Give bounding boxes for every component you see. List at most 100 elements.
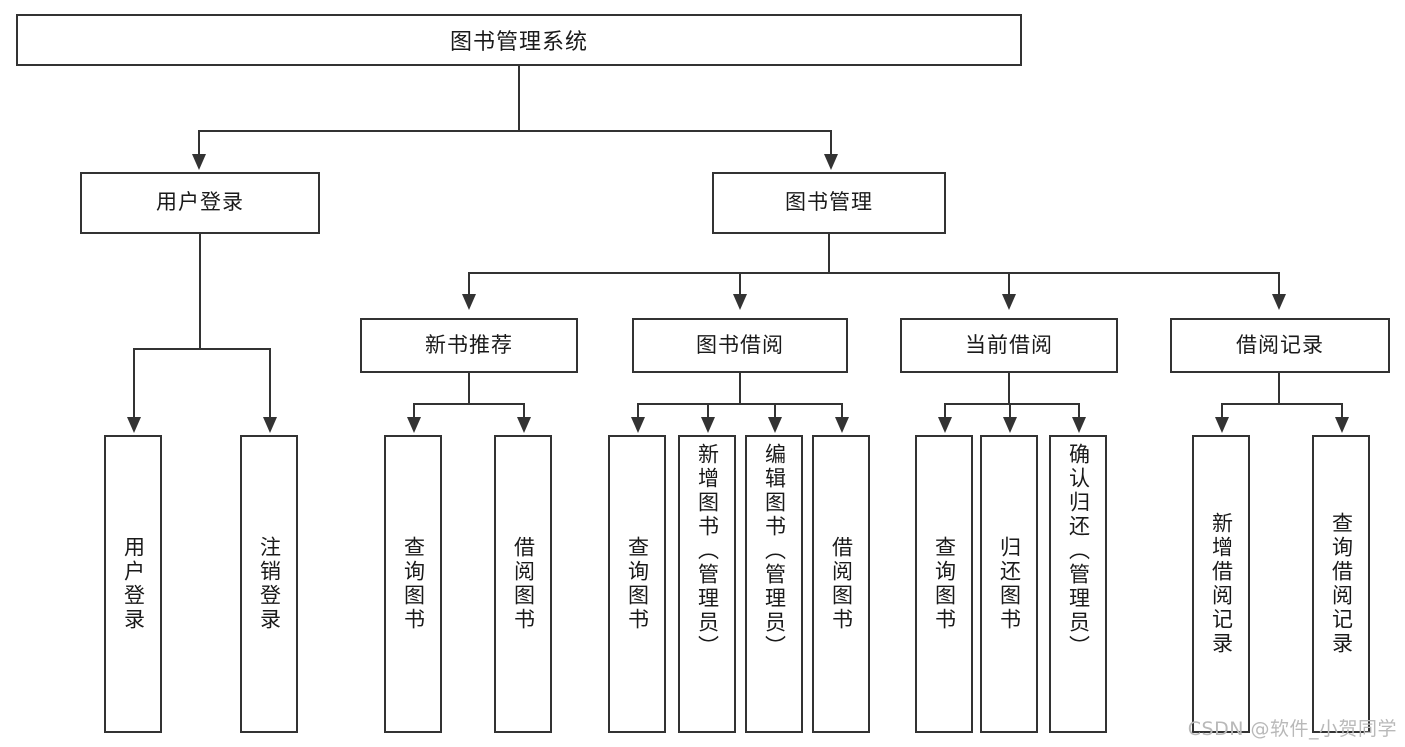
connector-user-login-left [133,348,135,419]
arrow-user-login-left [127,417,141,433]
leaf-inner: 归还图书 [982,437,1036,731]
connector-book-manage-stem [828,234,830,272]
node-leaf-edit-book-label: 编辑图书（管理员） [762,443,787,659]
node-leaf-add-borrow-record: 新增借阅记录 [1192,435,1250,733]
node-book-borrow: 图书借阅 [632,318,848,373]
node-book-manage-label: 图书管理 [785,190,873,215]
arrow-bb-1 [631,417,645,433]
node-leaf-query-borrow-record-label: 查询借阅记录 [1329,512,1354,656]
arrow-br-right [1335,417,1349,433]
connector-bm-to-current-borrow [1008,272,1010,296]
arrow-cb-3 [1072,417,1086,433]
arrow-root-to-book-manage [824,154,838,170]
connector-root-to-book-manage [830,130,832,156]
connector-br-left [1221,403,1223,419]
node-leaf-return-book: 归还图书 [980,435,1038,733]
connector-book-manage-rail [468,272,1280,274]
connector-bb-stem [739,373,741,403]
connector-nbr-left [413,403,415,419]
node-leaf-borrow-book-2-label: 借阅图书 [829,536,854,632]
node-leaf-add-borrow-record-label: 新增借阅记录 [1209,512,1234,656]
node-leaf-borrow-book-1: 借阅图书 [494,435,552,733]
node-leaf-query-book-2: 查询图书 [608,435,666,733]
arrow-user-login-right [263,417,277,433]
node-leaf-query-borrow-record: 查询借阅记录 [1312,435,1370,733]
leaf-inner: 借阅图书 [814,437,868,731]
node-current-borrow-label: 当前借阅 [965,332,1053,357]
node-leaf-query-book-2-label: 查询图书 [625,536,650,632]
node-leaf-add-book-label: 新增图书（管理员） [695,443,720,659]
connector-bm-to-borrow-record [1278,272,1280,296]
node-leaf-query-book-3-label: 查询图书 [932,536,957,632]
connector-cb-1 [944,403,946,419]
node-leaf-confirm-return-label: 确认归还（管理员） [1066,443,1091,659]
node-leaf-return-book-label: 归还图书 [997,536,1022,632]
watermark: CSDN @软件_小贺同学 [1187,718,1397,740]
arrow-nbr-right [517,417,531,433]
arrow-cb-2 [1003,417,1017,433]
node-leaf-edit-book: 编辑图书（管理员） [745,435,803,733]
node-leaf-borrow-book-2: 借阅图书 [812,435,870,733]
node-leaf-query-book-1-label: 查询图书 [401,536,426,632]
arrow-root-to-user-login [192,154,206,170]
node-leaf-user-login-label: 用户登录 [121,536,146,632]
arrow-nbr-left [407,417,421,433]
connector-cb-stem [1008,373,1010,403]
leaf-inner: 注销登录 [242,437,296,731]
connector-user-login-right [269,348,271,419]
connector-root-stem [518,66,520,130]
node-new-book-recommend-label: 新书推荐 [425,332,513,357]
node-user-login-label: 用户登录 [156,190,244,215]
node-borrow-record-label: 借阅记录 [1236,332,1324,357]
connector-bb-1 [637,403,639,419]
node-borrow-record: 借阅记录 [1170,318,1390,373]
arrow-bb-2 [701,417,715,433]
node-leaf-query-book-1: 查询图书 [384,435,442,733]
node-leaf-logout-login: 注销登录 [240,435,298,733]
arrow-bb-3 [768,417,782,433]
node-book-manage: 图书管理 [712,172,946,234]
connector-user-login-rail [133,348,271,350]
connector-bb-2 [707,403,709,419]
node-leaf-confirm-return: 确认归还（管理员） [1049,435,1107,733]
connector-bb-rail [637,403,841,405]
connector-bb-4 [841,403,843,419]
connector-cb-3 [1078,403,1080,419]
arrow-cb-1 [938,417,952,433]
connector-bm-to-new-book [468,272,470,296]
node-root: 图书管理系统 [16,14,1022,66]
node-leaf-borrow-book-1-label: 借阅图书 [511,536,536,632]
arrow-bm-to-book-borrow [733,294,747,310]
node-leaf-logout-login-label: 注销登录 [257,536,282,632]
connector-nbr-right [523,403,525,419]
connector-root-rail [198,130,832,132]
connector-br-right [1341,403,1343,419]
node-book-borrow-label: 图书借阅 [696,332,784,357]
leaf-inner: 用户登录 [106,437,160,731]
node-root-label: 图书管理系统 [449,30,588,55]
connector-nbr-stem [468,373,470,403]
leaf-inner: 新增图书（管理员） [680,437,734,731]
node-user-login: 用户登录 [80,172,320,234]
connector-br-rail [1221,403,1341,405]
connector-user-login-stem [199,234,201,348]
leaf-inner: 编辑图书（管理员） [747,437,801,731]
connector-root-to-user-login [198,130,200,156]
connector-bb-3 [774,403,776,419]
arrow-bm-to-current-borrow [1002,294,1016,310]
node-current-borrow: 当前借阅 [900,318,1118,373]
connector-bm-to-book-borrow [739,272,741,296]
arrow-bm-to-new-book [462,294,476,310]
connector-cb-2 [1009,403,1011,419]
leaf-inner: 查询借阅记录 [1314,437,1368,731]
connector-br-stem [1278,373,1280,403]
leaf-inner: 查询图书 [386,437,440,731]
connector-cb-rail [944,403,1078,405]
arrow-bm-to-borrow-record [1272,294,1286,310]
leaf-inner: 查询图书 [917,437,971,731]
node-leaf-add-book: 新增图书（管理员） [678,435,736,733]
node-leaf-user-login: 用户登录 [104,435,162,733]
node-leaf-query-book-3: 查询图书 [915,435,973,733]
arrow-bb-4 [835,417,849,433]
